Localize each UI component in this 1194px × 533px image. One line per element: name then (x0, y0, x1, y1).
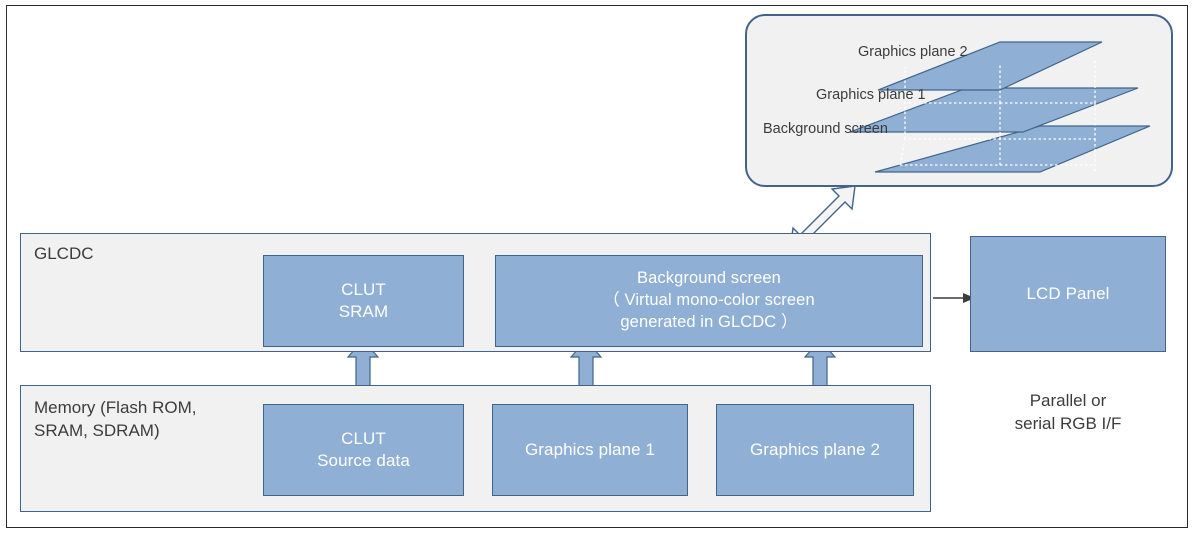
clut-sram-block[interactable]: CLUT SRAM (263, 255, 464, 347)
outer-frame (6, 5, 1188, 528)
lcd-interface-note: Parallel or serial RGB I/F (1014, 391, 1122, 433)
plane-label-graphics-plane-1: Graphics plane 1 (816, 87, 926, 103)
graphics-plane-2-block[interactable]: Graphics plane 2 (716, 404, 914, 496)
memory-label: Memory (Flash ROM, SRAM, SDRAM) (34, 398, 197, 440)
graphics-plane-1-block[interactable]: Graphics plane 1 (492, 404, 688, 496)
lcd-panel-block[interactable]: LCD Panel (970, 236, 1166, 352)
graphics-plane-stack-callout (745, 14, 1173, 187)
background-screen-block[interactable]: Background screen （ Virtual mono-color s… (495, 255, 923, 347)
plane-label-graphics-plane-2: Graphics plane 2 (858, 44, 968, 60)
clut-source-data-block[interactable]: CLUT Source data (263, 404, 464, 496)
plane-label-background-screen: Background screen (763, 121, 888, 137)
glcdc-label: GLCDC (34, 244, 94, 263)
